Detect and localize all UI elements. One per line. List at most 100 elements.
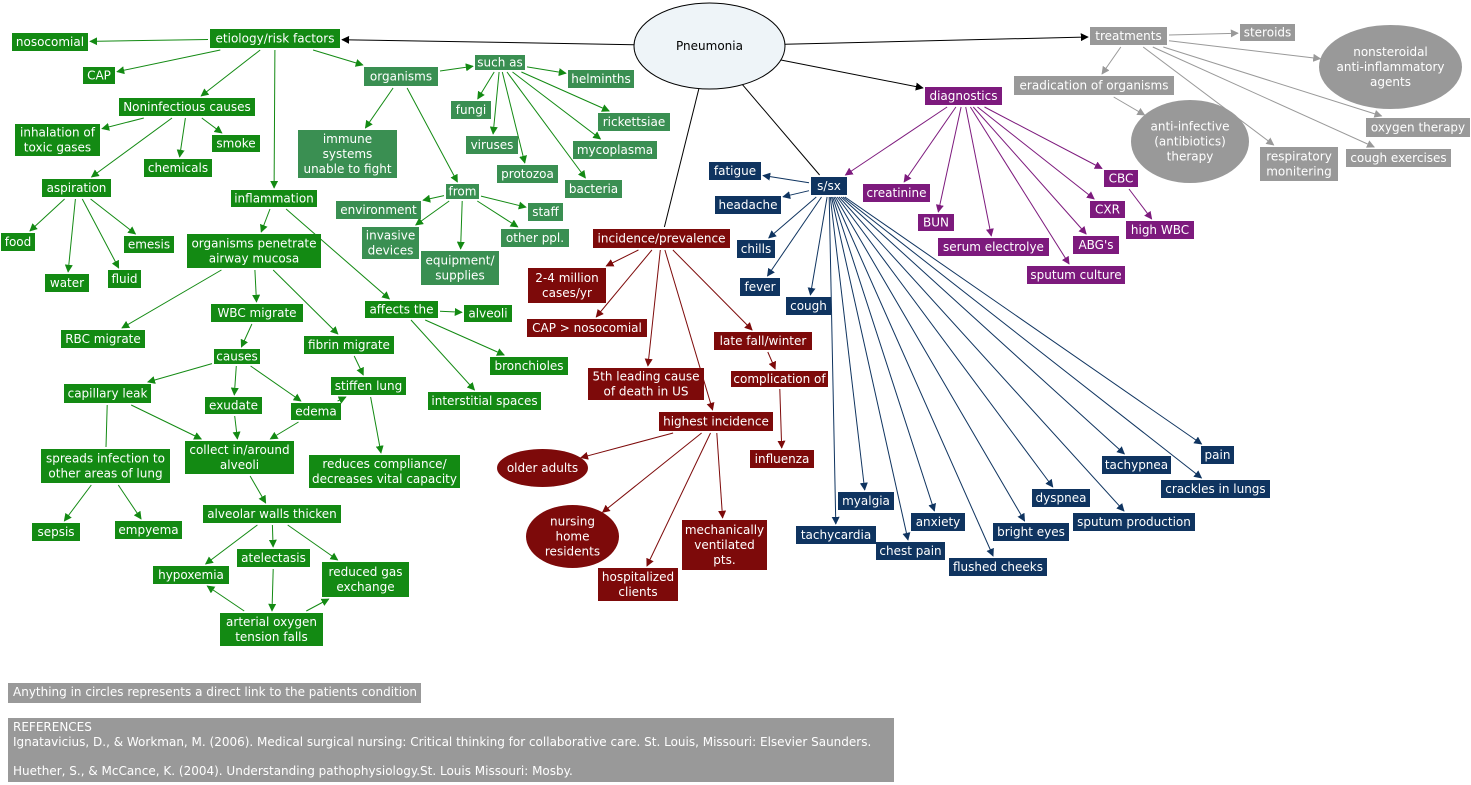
node-bright-eyes-label: bright eyes xyxy=(997,525,1065,539)
link-aspiration-to-fluid xyxy=(81,198,120,269)
node-incidence-shape xyxy=(593,229,730,248)
link-wbc-to-causes xyxy=(240,323,253,348)
link-highest-to-ventilated xyxy=(716,432,727,519)
link-diagnostics-to-cbc xyxy=(984,106,1103,169)
link-from-to-environment xyxy=(422,194,445,203)
node-abgs: ABG's xyxy=(1073,236,1119,254)
node-bun: BUN xyxy=(918,214,954,231)
node-fever-shape xyxy=(740,278,780,296)
node-steroids: steroids xyxy=(1240,24,1295,41)
link-from-to-invasive xyxy=(415,200,450,226)
node-other-ppl-label: other ppl. xyxy=(506,231,564,245)
link-ssx-to-myalgia xyxy=(829,196,868,491)
node-fungi-shape xyxy=(451,101,491,119)
node-rickettsiae-label: rickettsiae xyxy=(603,115,666,129)
link-from-to-staff xyxy=(480,195,527,210)
node-affects: affects the xyxy=(365,301,438,318)
link-noninfectious-to-smoke xyxy=(201,117,223,134)
node-hospitalized-shape xyxy=(598,568,678,601)
node-such-as: such as xyxy=(475,55,525,70)
node-stiffen: stiffen lung xyxy=(331,377,406,395)
node-atelectasis: atelectasis xyxy=(237,549,310,567)
node-antiinfective: anti-infective(antibiotics)therapy xyxy=(1131,100,1249,183)
link-highest-to-older xyxy=(580,432,674,460)
link-noninfectious-to-chemicals xyxy=(176,117,186,158)
node-rbc-shape xyxy=(61,330,145,348)
link-ssx-to-tachypnea xyxy=(840,196,1125,455)
node-cbc-shape xyxy=(1104,170,1138,187)
node-cxr: CXR xyxy=(1090,201,1125,218)
node-oxygen-label: oxygen therapy xyxy=(1371,121,1465,135)
node-serum: serum electrolye xyxy=(938,238,1049,256)
link-diagnostics-to-ssx xyxy=(844,106,948,176)
node-spreads-shape xyxy=(41,449,170,483)
node-organisms-label: organisms xyxy=(370,70,432,84)
node-inflammation-label: inflammation xyxy=(234,192,314,206)
node-headache-label: headache xyxy=(719,198,778,212)
node-complication-label: complication of xyxy=(733,372,826,386)
node-invasive-shape xyxy=(362,227,419,259)
node-etiology: etiology/risk factors xyxy=(210,29,340,48)
node-pneumonia-shape xyxy=(633,2,786,90)
node-bright-eyes: bright eyes xyxy=(993,523,1069,541)
node-environment: environment xyxy=(336,201,421,219)
node-helminths: helminths xyxy=(568,70,634,88)
node-interstitial: interstitial spaces xyxy=(428,392,541,410)
node-fluid-label: fluid xyxy=(111,272,137,286)
node-hypoxemia-shape xyxy=(153,566,229,584)
node-myalgia-shape xyxy=(838,492,894,510)
node-smoke-label: smoke xyxy=(216,137,255,151)
link-fibrin-to-stiffen xyxy=(353,355,364,376)
node-million-shape xyxy=(528,268,606,303)
node-pneumonia: Pneumonia xyxy=(633,2,786,90)
link-ssx-to-headache xyxy=(782,190,810,200)
node-rbc: RBC migrate xyxy=(61,330,145,348)
link-walls-to-reduced_gas xyxy=(287,524,339,561)
link-treatments-to-steroids xyxy=(1168,29,1239,38)
link-organisms-to-immune xyxy=(364,87,394,129)
node-causes-label: causes xyxy=(216,350,257,364)
link-affects-to-bronchioles xyxy=(424,319,505,356)
node-equipment: equipment/supplies xyxy=(421,251,499,285)
node-tachypnea-label: tachypnea xyxy=(1105,458,1168,472)
node-stiffen-shape xyxy=(331,377,406,395)
link-etiology-to-organisms xyxy=(312,49,364,67)
node-ventilated-shape xyxy=(682,520,767,570)
node-fibrin-label: fibrin migrate xyxy=(308,338,390,352)
node-environment-label: environment xyxy=(340,203,417,217)
node-chills: chills xyxy=(737,240,775,258)
link-inflammation-to-penetrate xyxy=(260,208,271,233)
node-bright-eyes-shape xyxy=(993,523,1069,541)
node-other-ppl: other ppl. xyxy=(501,229,569,247)
link-incidence-to-cap_noso xyxy=(595,249,653,318)
link-from-to-equipment xyxy=(456,200,465,250)
node-sputum-prod: sputum production xyxy=(1073,513,1195,531)
link-ssx-to-pain xyxy=(844,196,1203,445)
link-collect-to-walls xyxy=(249,475,267,504)
node-wbc-label: WBC migrate xyxy=(217,306,296,320)
node-abgs-label: ABG's xyxy=(1078,238,1113,252)
link-from-to-other_ppl xyxy=(477,200,519,228)
node-edema-shape xyxy=(291,403,341,420)
link-affects-to-interstitial xyxy=(410,319,476,391)
link-treatments-to-oxygen xyxy=(1163,46,1383,118)
node-pain-label: pain xyxy=(1205,448,1231,462)
reference-item-2: Huether, S., & McCance, K. (2004). Under… xyxy=(13,764,573,778)
node-late-fall: late fall/winter xyxy=(714,332,812,350)
link-such_as-to-helminths xyxy=(526,66,567,77)
node-affects-shape xyxy=(365,301,438,318)
node-eradication-shape xyxy=(1014,76,1174,95)
link-such_as-to-rickettsiae xyxy=(521,71,610,112)
node-diagnostics-shape xyxy=(925,87,1002,105)
link-such_as-to-fungi xyxy=(477,71,495,100)
node-headache-shape xyxy=(715,196,781,214)
node-walls: alveolar walls thicken xyxy=(203,505,341,523)
node-immune-shape xyxy=(298,130,397,178)
